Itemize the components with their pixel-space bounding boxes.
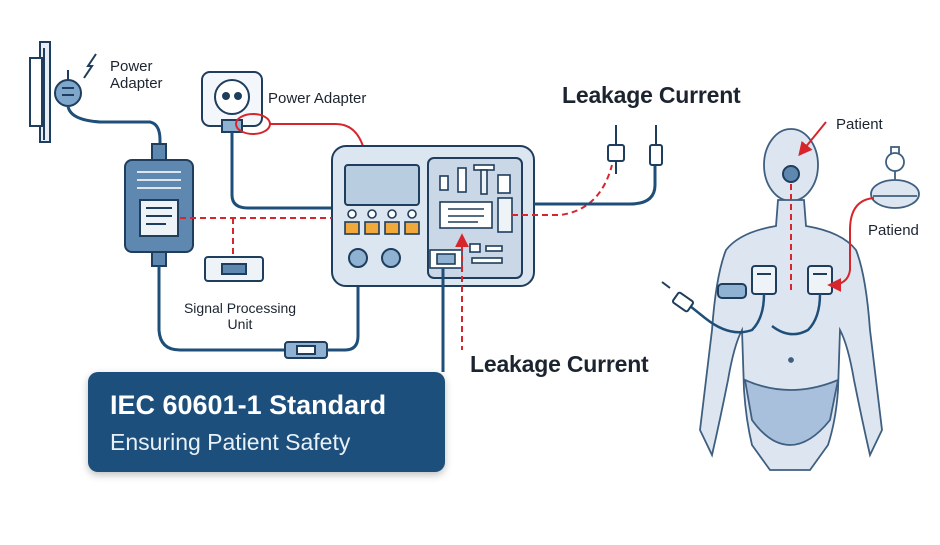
device-dials <box>348 248 401 268</box>
probe-connector-2 <box>649 125 663 166</box>
patient-arrow <box>798 121 827 157</box>
patient-label: Patient <box>836 116 883 133</box>
patient-electrode-bulb-icon <box>870 146 920 209</box>
patient-electrode-leakage-arrow <box>827 197 875 292</box>
power-adapter-left-line-2: Adapter <box>110 75 163 93</box>
banner-subtitle: Ensuring Patient Safety <box>110 429 351 455</box>
cable-adapter-to-device <box>157 266 285 352</box>
cable-plug-to-adapter <box>66 105 162 160</box>
device-knobs <box>347 209 417 219</box>
inline-connector <box>284 341 328 359</box>
patient-electrode-label: Patiend <box>868 222 919 239</box>
leakage-path-to-probes <box>512 164 613 216</box>
electrode-cable <box>689 293 766 334</box>
signal-processing-unit-icon <box>204 256 264 282</box>
device-orange-buttons <box>344 221 420 235</box>
cable-outlet-to-device <box>230 132 332 210</box>
probe-connector-1 <box>607 125 625 174</box>
banner-title: IEC 60601-1 Standard <box>110 390 387 420</box>
power-adapter-brick <box>124 143 194 267</box>
leakage-current-top-label: Leakage Current <box>562 82 741 108</box>
leakage-current-bottom-label: Leakage Current <box>470 351 649 377</box>
signal-processing-unit-line-2: Unit <box>227 316 253 333</box>
arm-cuff <box>717 283 747 299</box>
cable-device-to-probes <box>534 165 657 206</box>
standard-banner: IEC 60601-1 Standard Ensuring Patient Sa… <box>88 372 445 472</box>
plug-icon <box>54 53 97 107</box>
power-adapter-top-label: Power Adapter <box>268 90 367 107</box>
wall-outlet-icon <box>201 71 263 133</box>
power-adapter-left-label: Power Adapter <box>110 58 163 93</box>
power-adapter-left-line-1: Power <box>110 58 153 75</box>
electrode-plug <box>661 281 695 313</box>
signal-processing-unit-label: Signal Processing Unit <box>178 300 302 332</box>
signal-processing-unit-line-1: Signal Processing <box>183 300 297 316</box>
wall-socket-icon <box>29 41 51 143</box>
patient-sensor <box>782 165 800 183</box>
